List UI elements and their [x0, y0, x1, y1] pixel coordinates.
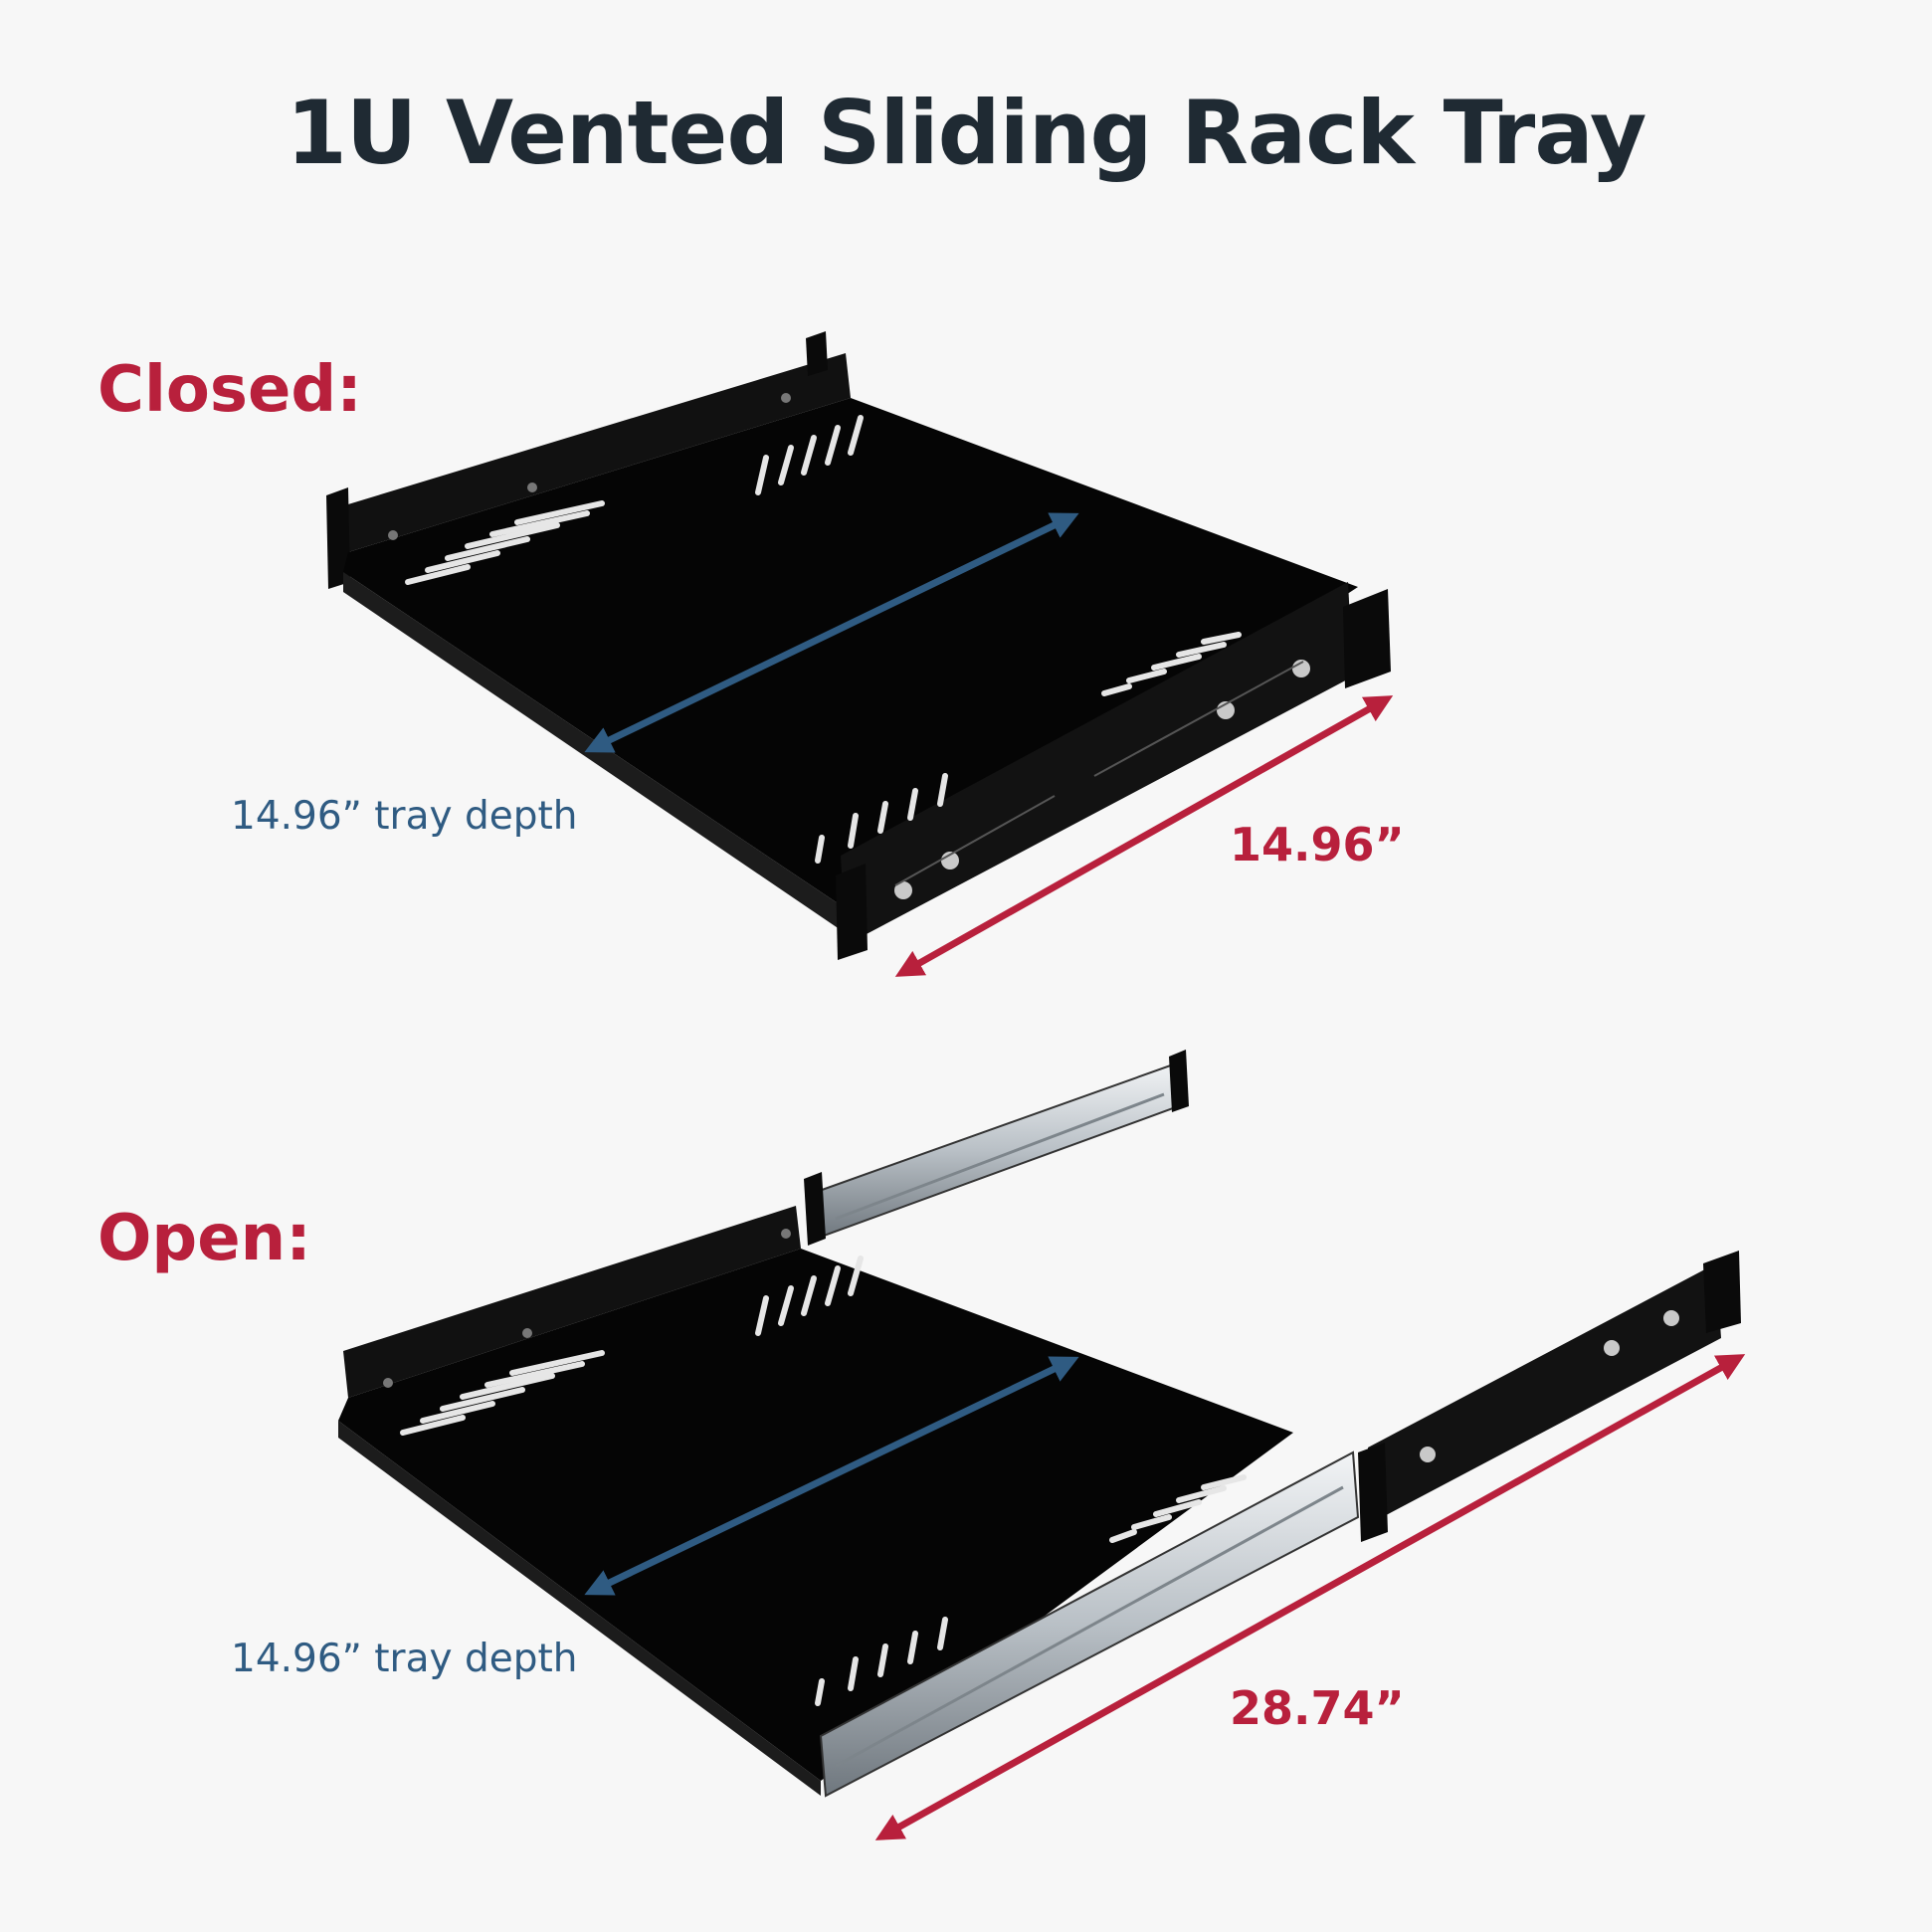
closed-length-label: 14.96”: [1230, 818, 1405, 871]
closed-depth-arrow: [584, 512, 1079, 753]
page-title: 1U Vented Sliding Rack Tray: [286, 82, 1647, 184]
closed-length-arrow: [894, 695, 1394, 977]
open-length-label: 28.74”: [1230, 1681, 1405, 1735]
closed-depth-label: 14.96” tray depth: [231, 794, 578, 839]
open-length-arrow: [874, 1354, 1746, 1840]
closed-section-label: Closed:: [97, 353, 362, 427]
open-section-label: Open:: [97, 1202, 311, 1275]
open-tray-image: [338, 1050, 1741, 1798]
open-depth-label: 14.96” tray depth: [231, 1637, 578, 1681]
